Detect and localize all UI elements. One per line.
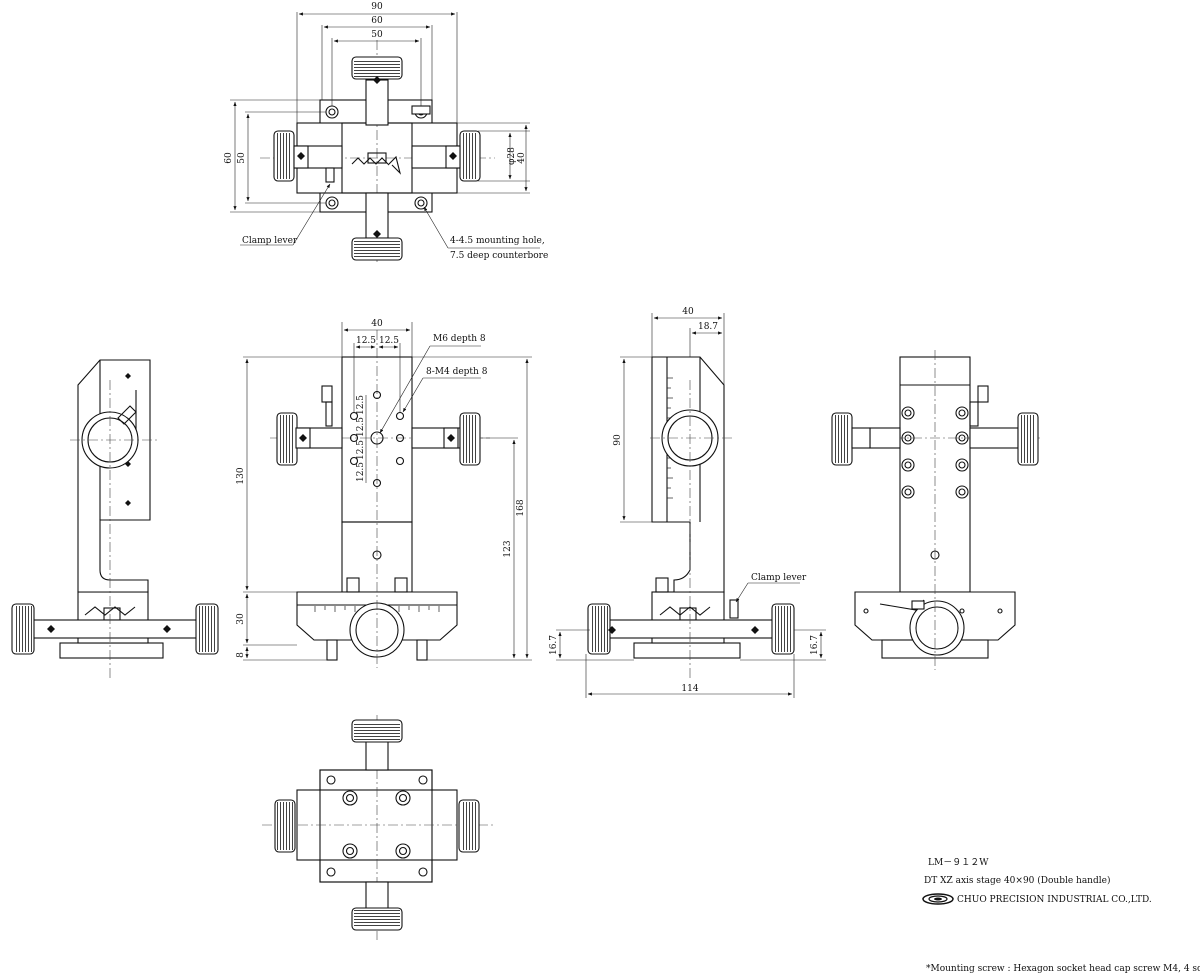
dim-12-5-v2: 12.5 xyxy=(356,417,366,437)
dim-40-side: 40 xyxy=(682,307,694,317)
clamp-lever-label-side: Clamp lever xyxy=(751,573,807,583)
dim-90-v: 90 xyxy=(613,434,623,446)
counterbore-holes xyxy=(342,790,411,859)
top-view-dimensions: 90 60 50 60 50 φ28 40 xyxy=(224,2,530,213)
dim-12-5-v4: 12.5 xyxy=(356,462,366,482)
company-logo xyxy=(922,893,954,905)
dim-40-v: 40 xyxy=(517,152,527,164)
dim-60-v: 60 xyxy=(224,152,234,164)
clamp-lever-label: Clamp lever xyxy=(242,236,298,246)
m4-label: 8-M4 depth 8 xyxy=(426,367,488,377)
right-side-view: 40 18.7 90 16.7 16.7 114 Clamp lever xyxy=(549,307,826,698)
dim-12-5-v3: 12.5 xyxy=(356,440,366,460)
m6-label: M6 depth 8 xyxy=(433,334,486,344)
dim-50-v: 50 xyxy=(237,152,247,164)
dim-18-7: 18.7 xyxy=(698,322,718,332)
company-name: CHUO PRECISION INDUSTRIAL CO.,LTD. xyxy=(957,895,1152,905)
title-block: LM－９１２W DT XZ axis stage 40×90 (Double h… xyxy=(922,858,1200,974)
rear-view xyxy=(831,350,1040,670)
dim-130: 130 xyxy=(236,467,246,484)
dim-8: 8 xyxy=(236,652,246,658)
dim-16-7-left: 16.7 xyxy=(549,635,559,655)
rear-holes xyxy=(901,406,969,560)
dim-50: 50 xyxy=(371,30,383,40)
dim-114: 114 xyxy=(681,684,698,694)
dim-12-5-v1: 12.5 xyxy=(356,395,366,415)
dim-phi28: φ28 xyxy=(507,147,517,165)
dim-30: 30 xyxy=(236,613,246,625)
tapped-holes xyxy=(349,390,405,560)
product-description: DT XZ axis stage 40×90 (Double handle) xyxy=(924,875,1110,886)
model-number: LM－９１２W xyxy=(928,858,989,868)
left-side-view xyxy=(11,359,219,680)
mounting-hole-note-1: 4-4.5 mounting hole, xyxy=(450,236,545,246)
dim-16-7-right: 16.7 xyxy=(810,635,820,655)
dim-90: 90 xyxy=(371,2,383,12)
dim-12-5-a: 12.5 xyxy=(356,336,376,346)
dim-60: 60 xyxy=(371,16,383,26)
bottom-view xyxy=(262,715,495,940)
dim-12-5-b: 12.5 xyxy=(379,336,399,346)
dim-123: 123 xyxy=(503,540,513,557)
footnote: *Mounting screw : Hexagon socket head ca… xyxy=(926,964,1200,974)
front-view-dimensions: 40 12.5 12.5 12.5 12.5 12.5 12.5 M6 dept… xyxy=(236,319,532,661)
dim-168: 168 xyxy=(516,499,526,516)
dim-40-front: 40 xyxy=(371,319,383,329)
front-view: 40 12.5 12.5 12.5 12.5 12.5 12.5 M6 dept… xyxy=(236,319,532,668)
side-view-dimensions: 40 18.7 90 16.7 16.7 114 Clamp lever xyxy=(549,307,826,698)
mounting-hole-note-2: 7.5 deep counterbore xyxy=(450,251,548,261)
top-view: 90 60 50 60 50 φ28 40 xyxy=(224,2,548,262)
